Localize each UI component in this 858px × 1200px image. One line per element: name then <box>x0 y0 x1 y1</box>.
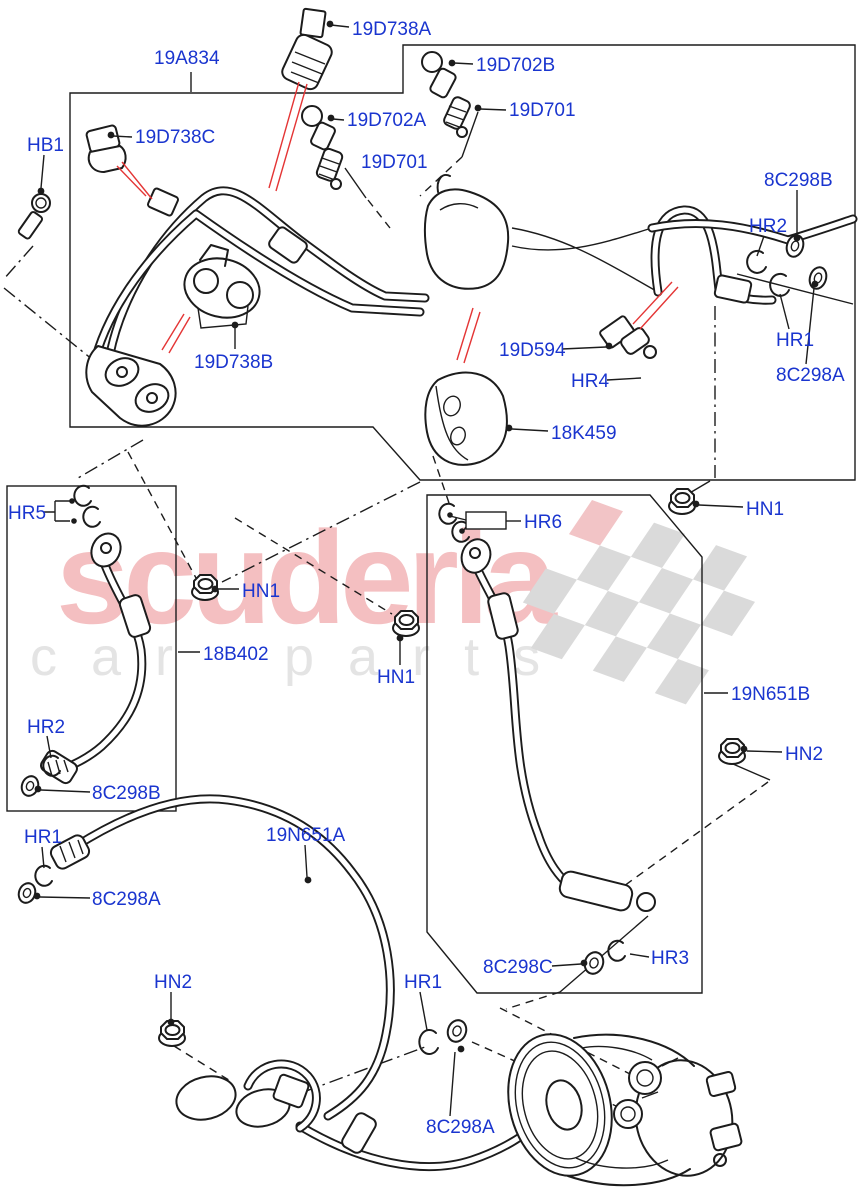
sensor-19d701-left <box>315 147 344 190</box>
part-label-19d738c-5[interactable]: 19D738C <box>135 127 216 148</box>
bolt-hb1 <box>17 193 51 240</box>
part-label-hr1-10[interactable]: HR1 <box>776 330 815 351</box>
flag-cell <box>630 522 686 569</box>
part-label-hr2-9[interactable]: HR2 <box>749 216 788 237</box>
part-label-hr3-32[interactable]: HR3 <box>651 948 690 969</box>
flag-cell <box>568 499 624 546</box>
flag-cell <box>522 568 577 614</box>
part-label-19d738b-12[interactable]: 19D738B <box>194 352 274 373</box>
part-label-hr4-14[interactable]: HR4 <box>571 371 610 392</box>
bracket-19d738b <box>183 244 261 329</box>
compressor-illustration <box>507 1033 743 1187</box>
part-label-8c298b-25[interactable]: 8C298B <box>92 783 161 804</box>
part-label-8c298a-33[interactable]: 8C298A <box>426 1117 495 1138</box>
flag-cell <box>646 613 701 659</box>
flag-cell <box>638 568 693 614</box>
flag-cell <box>530 613 585 660</box>
part-label-hn2-24[interactable]: HN2 <box>785 744 824 765</box>
connector-19d738c <box>85 124 127 173</box>
part-label-19d594-13[interactable]: 19D594 <box>499 340 566 361</box>
sensor-19d738a <box>281 7 333 91</box>
part-label-18k459-15[interactable]: 18K459 <box>551 423 617 444</box>
part-label-19d702b-2[interactable]: 19D702B <box>476 55 556 76</box>
red-leader-lines <box>116 81 679 364</box>
box-19n651b <box>426 494 703 994</box>
box-18b402 <box>6 485 177 812</box>
part-label-8c298a-11[interactable]: 8C298A <box>776 365 845 386</box>
sensor-19d702a <box>301 105 336 151</box>
part-label-19a834-1[interactable]: 19A834 <box>154 48 220 69</box>
part-label-19d702a-4[interactable]: 19D702A <box>347 110 427 131</box>
flag-cell <box>692 545 748 591</box>
part-label-hn1-21[interactable]: HN1 <box>377 667 416 688</box>
flag-cell <box>584 590 639 637</box>
part-label-hr2-23[interactable]: HR2 <box>27 717 66 738</box>
part-label-19d738a-0[interactable]: 19D738A <box>352 19 432 40</box>
flag-cell <box>700 590 756 637</box>
muffler-18k459 <box>424 371 508 466</box>
hose-19n651b <box>438 502 656 975</box>
part-label-hn1-19[interactable]: HN1 <box>242 581 281 602</box>
blank-callout-box <box>465 511 507 530</box>
part-label-19n651b-22[interactable]: 19N651B <box>731 684 811 705</box>
clip-hr2-top <box>746 249 767 274</box>
label-leader-lines <box>33 20 819 1117</box>
part-label-19n651a-27[interactable]: 19N651A <box>266 825 346 846</box>
sensor-19d594 <box>599 315 657 359</box>
watermark-checkered-flag <box>522 499 756 705</box>
part-label-hb1-6[interactable]: HB1 <box>27 135 64 156</box>
part-label-hr1-30[interactable]: HR1 <box>404 972 443 993</box>
part-label-hr1-26[interactable]: HR1 <box>24 827 63 848</box>
part-label-hr6-18[interactable]: HR6 <box>524 512 563 533</box>
sensor-19d702b <box>421 51 457 99</box>
ring-hr1-top <box>769 272 790 297</box>
part-label-19d701-3[interactable]: 19D701 <box>509 100 576 121</box>
assembly-boxes <box>6 44 856 994</box>
hose-18b402 <box>20 484 152 797</box>
part-label-19d701-7[interactable]: 19D701 <box>361 152 428 173</box>
part-label-18b402-20[interactable]: 18B402 <box>203 644 269 665</box>
part-label-hr5-16[interactable]: HR5 <box>8 503 47 524</box>
part-label-hn1-17[interactable]: HN1 <box>746 499 785 520</box>
flag-cell <box>576 545 631 591</box>
part-label-8c298c-31[interactable]: 8C298C <box>483 957 553 978</box>
pipe-assembly-19a834 <box>85 174 858 427</box>
part-label-hn2-29[interactable]: HN2 <box>154 972 193 993</box>
part-label-8c298b-8[interactable]: 8C298B <box>764 170 833 191</box>
part-label-8c298a-28[interactable]: 8C298A <box>92 889 161 910</box>
sensor-19d701-right <box>443 96 471 138</box>
flag-cell <box>654 658 709 705</box>
hose-19n651a <box>17 794 573 1172</box>
flag-cell <box>592 636 647 682</box>
box-19a834 <box>69 44 856 481</box>
watermark-tagline: car parts <box>30 627 575 687</box>
